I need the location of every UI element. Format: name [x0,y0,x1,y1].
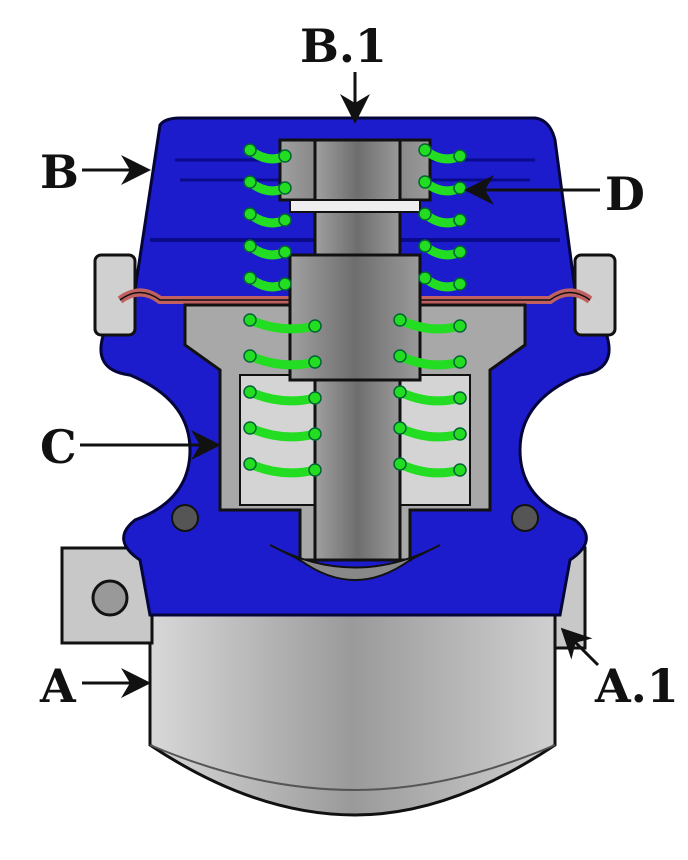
spring-wire-section [393,457,407,471]
arrow-a1 [560,627,600,667]
spring-wire-section [308,391,322,405]
spring-wire-section [453,181,467,195]
spring [243,143,467,478]
spring-wire-section [393,349,407,363]
spring-wire-section [418,207,432,221]
spring-wire-section [453,213,467,227]
spring-wire-section [308,463,322,477]
spring-wire-section [453,319,467,333]
spring-wire-section [453,391,467,405]
spring-wire-section [418,239,432,253]
label-b1: B.1 [300,19,387,73]
spring-wire-section [393,385,407,399]
spring-wire-section [393,421,407,435]
spring-wire-section [278,181,292,195]
spring-wire-section [393,313,407,327]
label-c: C [40,420,77,474]
spring-wire-section [243,313,257,327]
spring-wire-section [453,245,467,259]
spring-wire-section [243,421,257,435]
spring-wire-section [418,143,432,157]
spring-wire-section [243,457,257,471]
spring-wire-section [243,385,257,399]
spring-wire-section [243,271,257,285]
spring-wire-section [278,213,292,227]
spring-wire-section [243,349,257,363]
label-d: D [605,167,645,221]
spring-wire-section [453,355,467,369]
label-a: A [39,659,77,713]
spring-wire-section [418,271,432,285]
spring-wire-section [243,143,257,157]
spring-wire-section [453,427,467,441]
spring-wire-section [243,239,257,253]
clamp-bolt [91,579,129,617]
spring-wire-section [278,277,292,291]
spring-wire-section [243,175,257,189]
spring-wire-section [243,207,257,221]
spring-wire-section [453,463,467,477]
spring-wire-section [453,277,467,291]
spring-wire-section [308,355,322,369]
label-a1: A.1 [594,659,679,713]
spring-wire-section [308,319,322,333]
spring-wire-section [278,149,292,163]
spring-wire-section [278,245,292,259]
label-b: B [40,145,79,199]
spring-wire-section [308,427,322,441]
spring-wire-section [453,149,467,163]
spring-wire-section [418,175,432,189]
